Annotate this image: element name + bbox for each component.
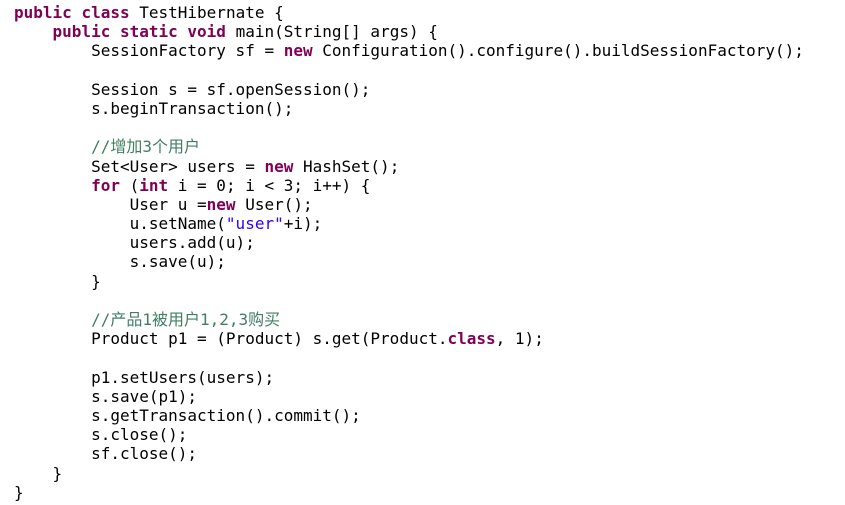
code-text: HashSet(); <box>293 156 400 176</box>
code-line: SessionFactory sf = new Configuration().… <box>14 41 804 60</box>
code-text: s.save(p1); <box>14 386 198 406</box>
code-line: ​ <box>14 348 804 367</box>
code-line: p1.setUsers(users); <box>14 368 804 387</box>
code-text: sf.close(); <box>14 444 198 464</box>
code-line: //产品1被用户1,2,3购买 <box>14 310 804 329</box>
code-text: s.getTransaction().commit(); <box>14 405 361 425</box>
code-text: Configuration().configure().buildSession… <box>312 41 804 61</box>
code-line: s.save(p1); <box>14 387 804 406</box>
code-line: } <box>14 464 804 483</box>
comment-token: //产品1被用户1,2,3购买 <box>91 310 281 329</box>
code-text: +i); <box>283 214 323 234</box>
keyword-token: public <box>14 3 72 22</box>
string-token: "user" <box>225 214 284 234</box>
code-line: ​ <box>14 291 804 310</box>
code-text <box>14 137 91 156</box>
code-text: Product p1 = (Product) s.get(Product. <box>14 329 448 349</box>
keyword-token: for <box>91 175 120 195</box>
code-line: public class TestHibernate { <box>14 3 804 22</box>
code-line: s.beginTransaction(); <box>14 99 804 118</box>
code-text: User(); <box>235 194 313 214</box>
code-text: SessionFactory sf = <box>14 41 284 61</box>
keyword-token: class <box>81 3 130 22</box>
keyword-token: int <box>139 175 169 195</box>
code-line: public static void main(String[] args) { <box>14 22 804 41</box>
code-line: //增加3个用户 <box>14 137 804 156</box>
code-text: User u = <box>14 194 207 214</box>
code-text <box>72 3 82 22</box>
code-editor[interactable]: public class TestHibernate { public stat… <box>14 3 804 502</box>
code-line: u.setName("user"+i); <box>14 214 804 233</box>
code-text <box>110 22 120 41</box>
code-text: TestHibernate { <box>129 3 284 22</box>
code-line: User u =new User(); <box>14 195 804 214</box>
code-text: } <box>14 463 63 483</box>
code-line: s.getTransaction().commit(); <box>14 406 804 425</box>
code-text <box>14 22 53 41</box>
keyword-token: new <box>206 194 236 214</box>
code-text: } <box>14 271 101 291</box>
code-text: Session s = sf.openSession(); <box>14 79 371 99</box>
code-line: ​ <box>14 118 804 137</box>
code-line: users.add(u); <box>14 233 804 252</box>
keyword-token: public <box>52 22 111 42</box>
code-text: } <box>14 482 24 502</box>
code-line: } <box>14 483 804 502</box>
code-line: sf.close(); <box>14 444 804 463</box>
code-line: for (int i = 0; i < 3; i++) { <box>14 176 804 195</box>
code-text: u.setName( <box>14 214 226 234</box>
code-line: Product p1 = (Product) s.get(Product.cla… <box>14 329 804 348</box>
code-line: s.close(); <box>14 425 804 444</box>
code-line: } <box>14 272 804 291</box>
code-text: main(String[] args) { <box>225 22 438 42</box>
code-line: s.save(u); <box>14 252 804 271</box>
code-text: users.add(u); <box>14 233 255 253</box>
keyword-token: new <box>283 41 313 61</box>
comment-token: //增加3个用户 <box>91 137 200 157</box>
code-text <box>14 176 91 195</box>
code-text: ( <box>119 175 140 195</box>
code-text: , 1); <box>495 329 544 349</box>
code-text: i = 0; i < 3; i++) { <box>168 175 371 195</box>
code-text: s.beginTransaction(); <box>14 98 294 118</box>
code-text: Set<User> users = <box>14 156 265 176</box>
code-text: s.save(u); <box>14 252 226 272</box>
code-text: p1.setUsers(users); <box>14 367 275 387</box>
code-line: ​ <box>14 61 804 80</box>
keyword-token: void <box>187 22 226 42</box>
code-text <box>178 22 188 41</box>
code-text: s.close(); <box>14 425 188 445</box>
keyword-token: new <box>264 156 294 176</box>
code-text <box>14 310 91 329</box>
keyword-token: static <box>119 22 178 42</box>
code-line: Set<User> users = new HashSet(); <box>14 157 804 176</box>
keyword-token: class <box>447 329 496 349</box>
code-line: Session s = sf.openSession(); <box>14 80 804 99</box>
